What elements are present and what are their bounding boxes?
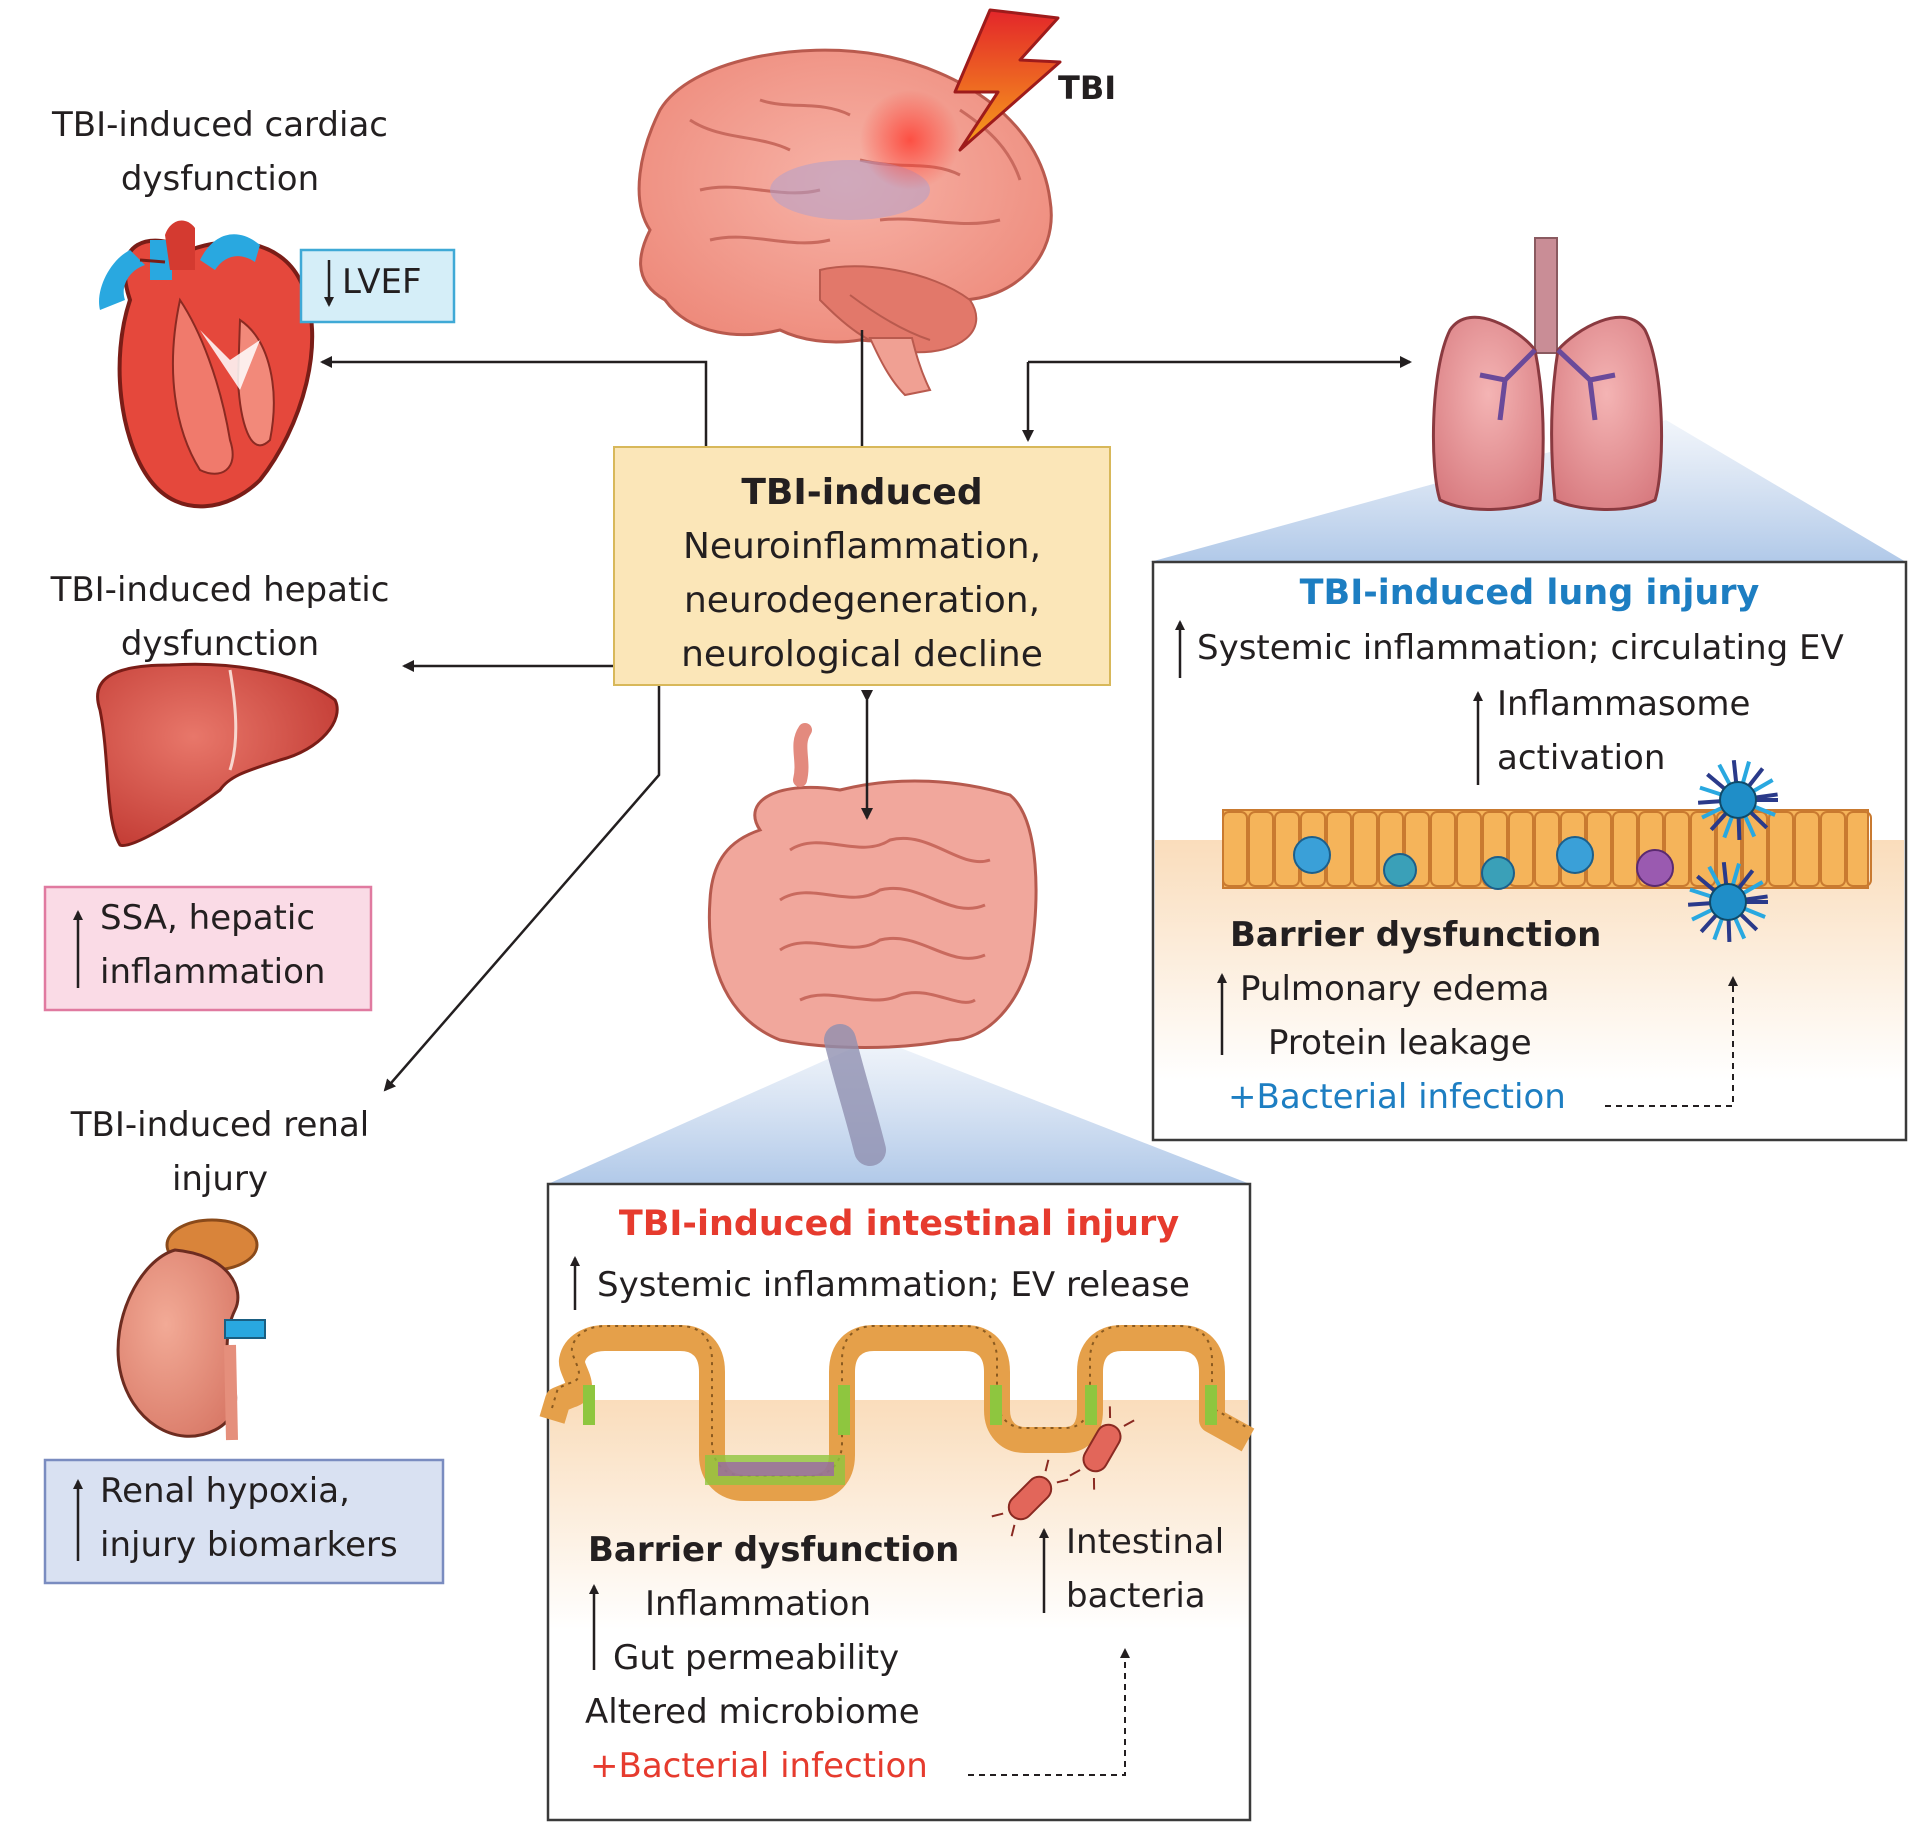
hepatic-title-line-1: TBI-induced hepatic: [50, 570, 390, 610]
hepatic-badge-box: [43, 885, 373, 1012]
hepatic-title-line-2: dysfunction: [120, 624, 320, 664]
lung-infection-text: +Bacterial infection: [1228, 1077, 1566, 1117]
center-line-3: neurological decline: [681, 634, 1043, 675]
intestine-infection-text: +Bacterial infection: [590, 1746, 928, 1786]
brain-icon: [637, 48, 1053, 397]
intestine-systemic-text: Systemic inflammation; EV release: [597, 1265, 1190, 1305]
hepatic-marker-line-2: inflammation: [100, 952, 326, 992]
lung-barrier-item-1: Pulmonary edema: [1240, 969, 1550, 1009]
cardiac-title-line-1: TBI-induced cardiac: [52, 105, 388, 145]
intestine-zoom-cone: [548, 1038, 1250, 1184]
intestine-panel-title: TBI-induced intestinal injury: [618, 1204, 1180, 1244]
lung-inflammasome-line-1: Inflammasome: [1497, 684, 1751, 724]
lung-systemic-text: Systemic inflammation; circulating EV: [1197, 628, 1844, 668]
renal-marker-line-2: injury biomarkers: [100, 1525, 398, 1565]
renal-title-line-1: TBI-induced renal: [70, 1105, 370, 1145]
lightning-icon: [953, 8, 1062, 152]
kidney-icon: [116, 1218, 266, 1441]
intestine-barrier-item-2: Gut permeability: [613, 1638, 900, 1678]
intestine-barrier-title: Barrier dysfunction: [588, 1530, 960, 1570]
center-title: TBI-induced: [741, 472, 983, 513]
renal-title-line-2: injury: [171, 1159, 269, 1199]
lung-inflammasome-line-2: activation: [1497, 738, 1666, 778]
bacteria-icon: [991, 1406, 1135, 1537]
lung-epithelium-icon: [1222, 809, 1872, 890]
intestine-barrier-item-3: Altered microbiome: [585, 1692, 920, 1732]
lungs-icon: [1431, 237, 1664, 511]
lvef-label: LVEF: [342, 262, 422, 302]
cardiac-title-line-2: dysfunction: [120, 159, 320, 199]
connector-lines: [320, 330, 1412, 1092]
intestine-icon: [707, 723, 1038, 1166]
intestine-barrier-item-1: Inflammation: [645, 1584, 872, 1624]
center-line-2: neurodegeneration,: [683, 580, 1041, 621]
lung-panel-title: TBI-induced lung injury: [1299, 573, 1760, 613]
intestinal-villi-icon: [539, 1325, 1255, 1501]
center-line-1: Neuroinflammation,: [682, 526, 1042, 567]
intestine-bacteria-line-1: Intestinal: [1066, 1522, 1225, 1562]
lung-infection-dashed-line: [1605, 976, 1738, 1107]
renal-marker-line-1: Renal hypoxia,: [100, 1471, 350, 1511]
center-to-kidney-arrow: [383, 686, 661, 1092]
intestine-bacteria-line-2: bacteria: [1066, 1576, 1206, 1616]
tbi-label: TBI: [1058, 69, 1117, 107]
intestine-tissue-bg: [550, 1400, 1248, 1630]
renal-badge-box: [43, 1458, 445, 1585]
lung-barrier-title: Barrier dysfunction: [1230, 915, 1602, 955]
lung-barrier-item-2: Protein leakage: [1268, 1023, 1532, 1063]
liver-icon: [96, 662, 339, 848]
intestine-infection-dashed-line: [968, 1648, 1130, 1776]
center-to-heart-arrow: [320, 356, 708, 446]
heart-icon: [99, 220, 315, 509]
hepatic-marker-line-1: SSA, hepatic: [100, 898, 316, 938]
center-tbi-box: TBI-induced Neuroinflammation, neurodege…: [613, 446, 1111, 686]
lvef-badge-box: [299, 248, 456, 324]
immune-cell-icon: [1687, 760, 1778, 943]
